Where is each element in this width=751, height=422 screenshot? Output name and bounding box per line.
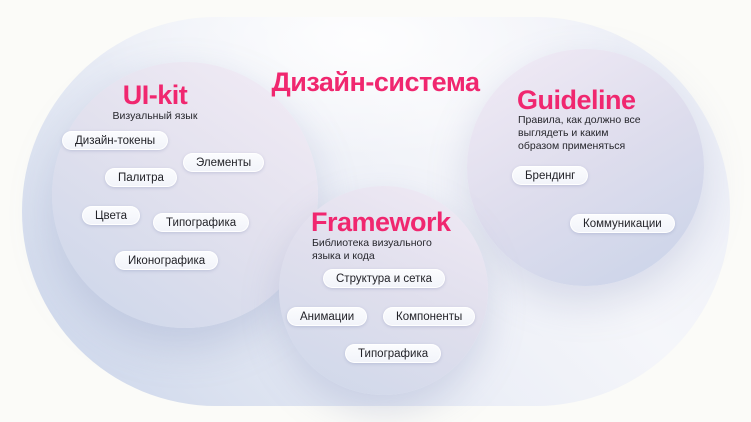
page-title: Дизайн-система xyxy=(271,67,480,97)
framework-title: Framework xyxy=(311,207,451,237)
pill-branding: Брендинг xyxy=(512,166,589,185)
ui-kit-subtitle: Визуальный язык xyxy=(112,110,198,122)
framework-subtitle: Библиотека визуального языка и кода xyxy=(312,237,432,262)
pill-typography-framework: Типографика xyxy=(345,344,442,363)
pill-iconography: Иконографика xyxy=(115,251,219,270)
pill-components: Компоненты xyxy=(383,307,476,326)
pill-animations: Анимации xyxy=(287,307,368,326)
guideline-title: Guideline xyxy=(517,85,636,115)
pill-structure-grid: Структура и сетка xyxy=(323,269,446,288)
pill-palette: Палитра xyxy=(105,168,177,187)
ui-kit-title: UI-kit xyxy=(122,80,188,110)
ui-kit-circle xyxy=(52,62,318,328)
guideline-subtitle: Правила, как должно все выглядеть и каки… xyxy=(518,114,641,152)
pill-elements: Элементы xyxy=(183,153,265,172)
pill-design-tokens: Дизайн-токены xyxy=(62,131,169,150)
pill-communications: Коммуникации xyxy=(570,214,675,233)
pill-typography-uikit: Типографика xyxy=(153,213,250,232)
guideline-circle xyxy=(467,49,704,286)
pill-colors: Цвета xyxy=(82,206,141,225)
